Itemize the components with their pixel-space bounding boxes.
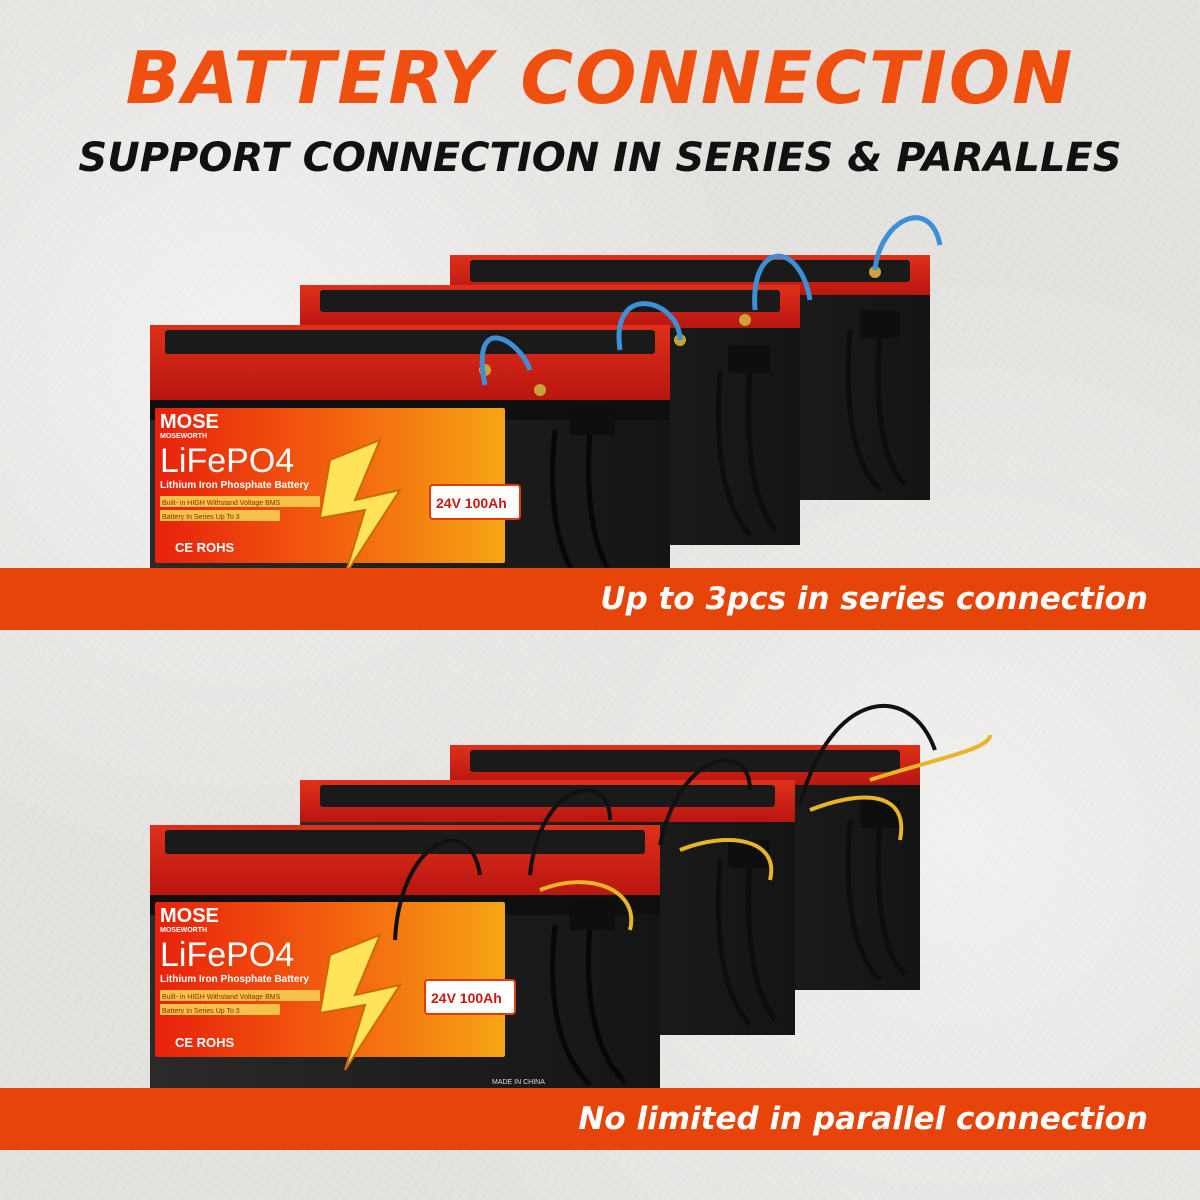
certs-label: CE ROHS	[175, 540, 235, 555]
series-wire-2	[616, 301, 683, 351]
brand-sub: MOSEWORTH	[160, 433, 207, 440]
battery-1-parallel: MOSE MOSEWORTH LiFePO4 Lithium Iron Phos…	[150, 825, 660, 1100]
battery-3-parallel	[450, 745, 920, 990]
parallel-wire-pos-3	[809, 795, 904, 841]
series-wire-1	[479, 335, 533, 386]
brand-logo-2: MOSE	[160, 905, 219, 927]
brand-sub-2: MOSEWORTH	[160, 927, 207, 934]
parallel-caption: No limited in parallel connection	[578, 1101, 1148, 1137]
series-illustration: MOSE MOSEWORTH LiFePO4 Lithium Iron Phos…	[150, 215, 943, 610]
made-in-label-2: MADE IN CHINA	[492, 1079, 545, 1086]
chem-label: LiFePO4	[160, 442, 294, 480]
parallel-wire-neg-4	[798, 703, 937, 806]
series-caption-band: Up to 3pcs in series connection	[0, 568, 1200, 630]
certs-label-2: CE ROHS	[175, 1035, 235, 1050]
series-note-label-2: Battery In Series Up To 3	[162, 1008, 240, 1015]
battery-3	[450, 255, 930, 500]
parallel-wire-neg-1	[393, 838, 482, 941]
parallel-wire-pos-1	[539, 880, 634, 931]
desc-label: Lithium Iron Phosphate Battery	[160, 480, 309, 491]
parallel-illustration: MOSE MOSEWORTH LiFePO4 Lithium Iron Phos…	[150, 703, 992, 1100]
parallel-wire-neg-2	[528, 788, 612, 876]
rating-label-2: 24V 100Ah	[431, 990, 502, 1006]
parallel-wire-neg-3	[658, 758, 752, 846]
bms-label: Built- in HIGH Withstand Voltage BMS	[162, 500, 281, 507]
chem-label-2: LiFePO4	[160, 936, 294, 974]
series-note-label: Battery In Series Up To 3	[162, 514, 240, 521]
parallel-wire-pos-2	[679, 838, 774, 881]
parallel-scene: MOSE MOSEWORTH LiFePO4 Lithium Iron Phos…	[0, 690, 1200, 1110]
page-subtitle: SUPPORT CONNECTION IN SERIES & PARALLES	[78, 135, 1122, 181]
parallel-wire-pos-4	[869, 734, 992, 782]
series-wire-4	[872, 215, 943, 271]
series-scene: MOSE MOSEWORTH LiFePO4 Lithium Iron Phos…	[0, 200, 1200, 620]
desc-label-2: Lithium Iron Phosphate Battery	[160, 974, 309, 985]
page-title: BATTERY CONNECTION	[125, 36, 1075, 120]
parallel-caption-band: No limited in parallel connection	[0, 1088, 1200, 1150]
battery-2	[300, 285, 800, 545]
series-caption: Up to 3pcs in series connection	[600, 581, 1148, 617]
series-wire-3	[752, 253, 813, 311]
brand-logo: MOSE	[160, 411, 219, 433]
bms-label-2: Built- in HIGH Withstand Voltage BMS	[162, 994, 281, 1001]
rating-label: 24V 100Ah	[436, 495, 507, 511]
